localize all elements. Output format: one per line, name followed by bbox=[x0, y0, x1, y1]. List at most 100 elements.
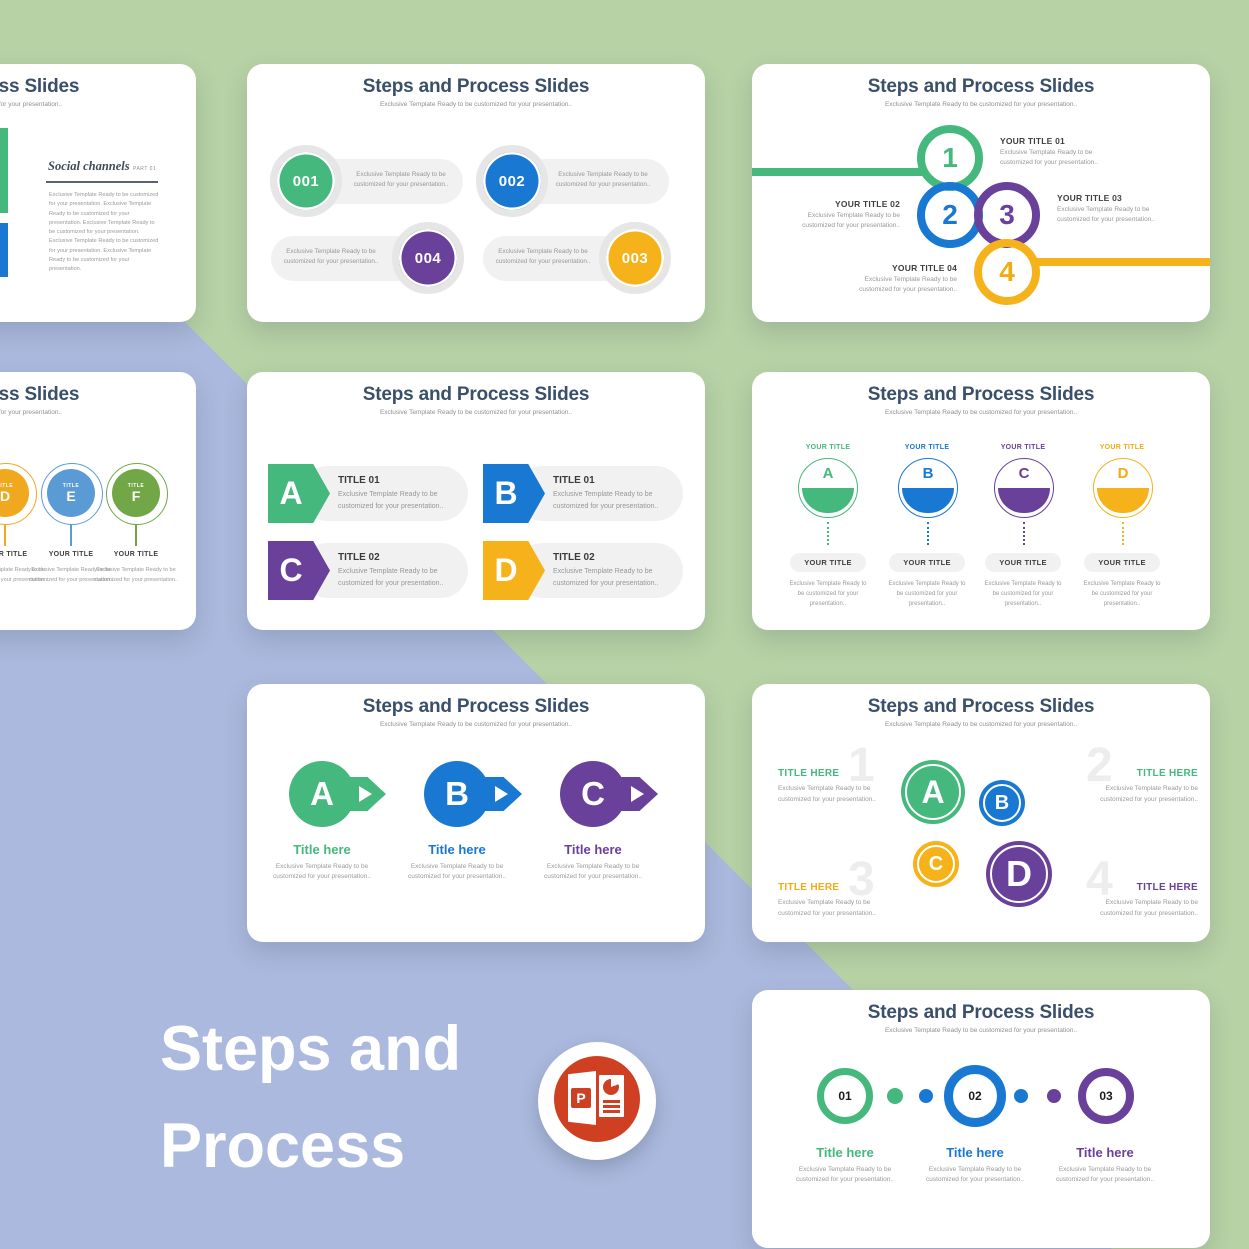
step-number: 003 bbox=[621, 249, 649, 267]
circle-letter: B bbox=[445, 775, 469, 812]
gear-letter: B bbox=[994, 791, 1010, 814]
step-text: Exclusive Template Ready to be customize… bbox=[283, 248, 379, 266]
step-desc: Exclusive Template Ready to be customize… bbox=[802, 212, 900, 230]
chevron-letter: A bbox=[279, 475, 303, 511]
hero-line-1: Steps and bbox=[160, 1014, 462, 1084]
dot bbox=[887, 1088, 903, 1104]
slide-subtitle: Exclusive Template Ready to be customize… bbox=[379, 721, 573, 728]
text-line-glyph bbox=[603, 1100, 620, 1103]
slide-numbered-pills: Steps and Process Slides Exclusive Templ… bbox=[247, 64, 705, 322]
gear-letter: C bbox=[928, 852, 944, 875]
slide-title: Steps and Process Slides bbox=[0, 384, 80, 405]
slide-subtitle: Exclusive Template Ready to be customize… bbox=[379, 101, 573, 108]
ring-01: 01 bbox=[817, 1068, 873, 1124]
column-pill-label: YOUR TITLE bbox=[889, 553, 965, 572]
step-desc: Exclusive Template Ready to be customize… bbox=[859, 276, 957, 294]
corner-label: TITLE HERE bbox=[1136, 882, 1198, 893]
step-text: Exclusive Template Ready to be customize… bbox=[555, 171, 651, 189]
half-disc bbox=[998, 488, 1050, 513]
step-number-circle: 004 bbox=[392, 222, 464, 294]
powerpoint-logo-badge: P bbox=[538, 1042, 656, 1160]
part-label: PART 01 bbox=[133, 166, 157, 172]
column-text: Exclusive Template Ready to be customize… bbox=[789, 581, 867, 607]
text-line-glyph bbox=[603, 1110, 620, 1113]
hero-title: Steps and Process bbox=[160, 1001, 461, 1195]
chevron-letter: C bbox=[279, 552, 303, 588]
half-circle-c: C bbox=[994, 458, 1054, 518]
ring-number: 03 bbox=[1099, 1089, 1113, 1103]
half-disc bbox=[902, 488, 954, 513]
item-text: Exclusive Template Ready to be customize… bbox=[796, 1166, 894, 1183]
column-label: YOUR TITLE bbox=[48, 551, 94, 558]
item-text: Exclusive Template Ready to be customize… bbox=[408, 863, 506, 880]
bubble-e: TITLE E bbox=[47, 469, 95, 517]
item-title: TITLE 01 bbox=[338, 475, 380, 486]
slide-subtitle: Exclusive Template Ready to be customize… bbox=[0, 101, 63, 108]
item-title: TITLE 01 bbox=[553, 475, 595, 486]
slide-half-circles: Steps and Process Slides Exclusive Templ… bbox=[752, 372, 1210, 630]
slide-title: Steps and Process Slides bbox=[867, 384, 1095, 405]
bubble-ring: TITLE E bbox=[41, 463, 103, 525]
bubble-small-label: TITLE bbox=[127, 483, 145, 489]
corner-label: TITLE HERE bbox=[778, 768, 840, 779]
green-bar bbox=[0, 128, 8, 213]
bubble-small-label: TITLE bbox=[62, 483, 80, 489]
section-heading: Social channels bbox=[48, 159, 130, 173]
ghost-number: 2 bbox=[1086, 739, 1113, 792]
bubble-f: TITLE F bbox=[112, 469, 160, 517]
slide-subtitle: Exclusive Template Ready to be customize… bbox=[884, 409, 1078, 416]
stem-line bbox=[70, 524, 72, 546]
item-title: Title here bbox=[428, 842, 486, 857]
step-number: 002 bbox=[498, 172, 526, 190]
gear-a: A bbox=[893, 752, 973, 832]
item-text: Exclusive Template Ready to be customize… bbox=[553, 491, 659, 511]
slide-subtitle: Exclusive Template Ready to be customize… bbox=[884, 1027, 1078, 1034]
chevron-letter: D bbox=[494, 552, 518, 588]
ring-number: 01 bbox=[838, 1089, 852, 1103]
powerpoint-slide-shape bbox=[599, 1075, 624, 1117]
item-title: Title here bbox=[946, 1145, 1004, 1160]
gear-letter: D bbox=[1006, 853, 1032, 894]
half-circle-d: D bbox=[1093, 458, 1153, 518]
blue-bar bbox=[0, 223, 8, 277]
slide-bubble-circles: Steps and Process Slides Exclusive Templ… bbox=[0, 372, 196, 630]
half-disc bbox=[1097, 488, 1149, 513]
slide-circle-tags: Steps and Process Slides Exclusive Templ… bbox=[247, 684, 705, 942]
circle-letter: A bbox=[822, 465, 834, 482]
snake-number: 2 bbox=[942, 199, 958, 230]
powerpoint-icon: P bbox=[554, 1056, 640, 1142]
item-text: Exclusive Template Ready to be customize… bbox=[338, 491, 444, 511]
column-text: Exclusive Template Ready to be customize… bbox=[1083, 581, 1161, 607]
powerpoint-p-badge: P bbox=[571, 1088, 591, 1108]
half-circle-b: B bbox=[898, 458, 958, 518]
item-title: Title here bbox=[293, 842, 351, 857]
item-title: Title here bbox=[1076, 1145, 1134, 1160]
item-title: Title here bbox=[564, 842, 622, 857]
column-pill-label: YOUR TITLE bbox=[790, 553, 866, 572]
column-pill-label: YOUR TITLE bbox=[985, 553, 1061, 572]
column-text: Exclusive Template Ready to be customize… bbox=[888, 581, 966, 607]
slide-subtitle: Exclusive Template Ready to be customize… bbox=[0, 409, 63, 416]
step-number: 004 bbox=[414, 249, 442, 267]
circle-letter: A bbox=[310, 775, 334, 812]
snake-path-graphic bbox=[752, 125, 1210, 305]
step-desc: Exclusive Template Ready to be customize… bbox=[1057, 206, 1155, 224]
step-number-circle: 002 bbox=[476, 145, 548, 217]
bubble-ring: TITLE F bbox=[106, 463, 168, 525]
column-top-label: YOUR TITLE bbox=[1099, 444, 1145, 451]
ring-number: 02 bbox=[968, 1089, 982, 1103]
slide-social-channels: Steps and Process Slides Exclusive Templ… bbox=[0, 64, 196, 322]
chevron-letter: B bbox=[494, 475, 518, 511]
ring-02: 02 bbox=[944, 1065, 1006, 1127]
dotted-stem bbox=[827, 522, 829, 545]
step-label: YOUR TITLE 01 bbox=[1000, 136, 1065, 146]
slide-subtitle: Exclusive Template Ready to be customize… bbox=[379, 409, 573, 416]
circle-a: A bbox=[289, 761, 355, 827]
dot bbox=[1014, 1089, 1028, 1103]
step-text: Exclusive Template Ready to be customize… bbox=[353, 171, 449, 189]
ring-03: 03 bbox=[1078, 1068, 1134, 1124]
slide-subtitle: Exclusive Template Ready to be customize… bbox=[884, 721, 1078, 728]
slide-snake-path: Steps and Process Slides Exclusive Templ… bbox=[752, 64, 1210, 322]
bubble-d: TITLE D bbox=[0, 469, 29, 517]
text-line-glyph bbox=[603, 1105, 620, 1108]
